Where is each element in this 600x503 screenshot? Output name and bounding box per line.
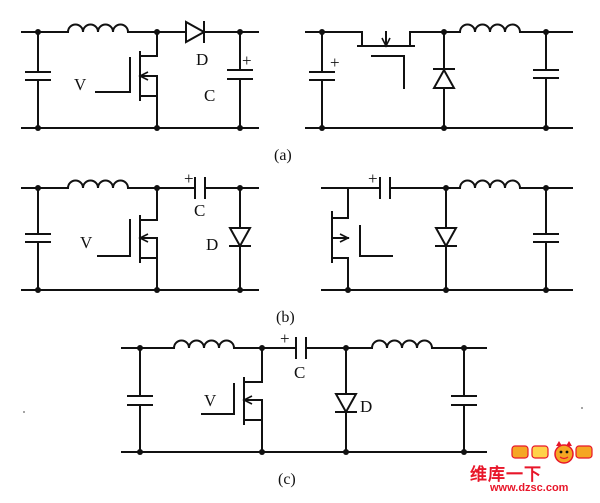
panel-c-circuit: + C V D — [121, 329, 487, 455]
label-plus: + — [242, 51, 252, 70]
label-C: C — [294, 363, 305, 382]
label-D: D — [196, 50, 208, 69]
label-plus: + — [368, 169, 378, 188]
inductor — [67, 23, 129, 33]
diode — [228, 187, 252, 291]
inductor — [67, 179, 129, 189]
capacitor — [25, 31, 51, 129]
label-D: D — [360, 397, 372, 416]
diode — [334, 347, 358, 453]
mosfet — [97, 187, 158, 291]
panel-a-right-circuit: + — [305, 23, 573, 131]
label-D: D — [206, 235, 218, 254]
label-V: V — [74, 75, 87, 94]
label-plus: + — [280, 329, 290, 348]
panel-a-left-circuit: V D C + — [21, 20, 259, 131]
watermark-logo: 维库一下 www.dzsc.com — [466, 440, 598, 496]
caption-a: (a) — [274, 147, 292, 164]
capacitor — [533, 187, 559, 291]
capacitor — [295, 337, 307, 359]
diode — [432, 31, 456, 129]
panel-b-right-circuit: + — [321, 169, 573, 293]
caption-c: (c) — [278, 471, 296, 488]
watermark-url: www.dzsc.com — [490, 482, 569, 494]
diode — [185, 20, 207, 44]
label-C: C — [204, 86, 215, 105]
label-plus: + — [330, 53, 340, 72]
mascot-icon — [511, 441, 593, 464]
caption-b: (b) — [276, 309, 295, 326]
capacitor — [533, 31, 559, 129]
capacitor — [379, 177, 391, 199]
capacitor — [194, 177, 206, 199]
inductor — [459, 23, 521, 33]
inductor — [459, 179, 521, 189]
label-V: V — [204, 391, 217, 410]
mosfet — [95, 31, 158, 129]
label-V: V — [80, 233, 93, 252]
panel-b-left-circuit: + C D V — [21, 169, 259, 293]
watermark-name: 维库一下 — [470, 465, 542, 485]
mosfet — [201, 347, 263, 453]
capacitor — [25, 187, 51, 291]
capacitor — [227, 31, 253, 129]
mosfet — [331, 187, 393, 291]
capacitor — [309, 31, 335, 129]
label-C: C — [194, 201, 205, 220]
inductor — [173, 339, 235, 349]
capacitor — [127, 347, 153, 453]
mosfet — [357, 31, 415, 89]
label-plus: + — [184, 169, 194, 188]
capacitor — [451, 347, 477, 453]
inductor — [371, 339, 433, 349]
diode — [434, 187, 458, 291]
